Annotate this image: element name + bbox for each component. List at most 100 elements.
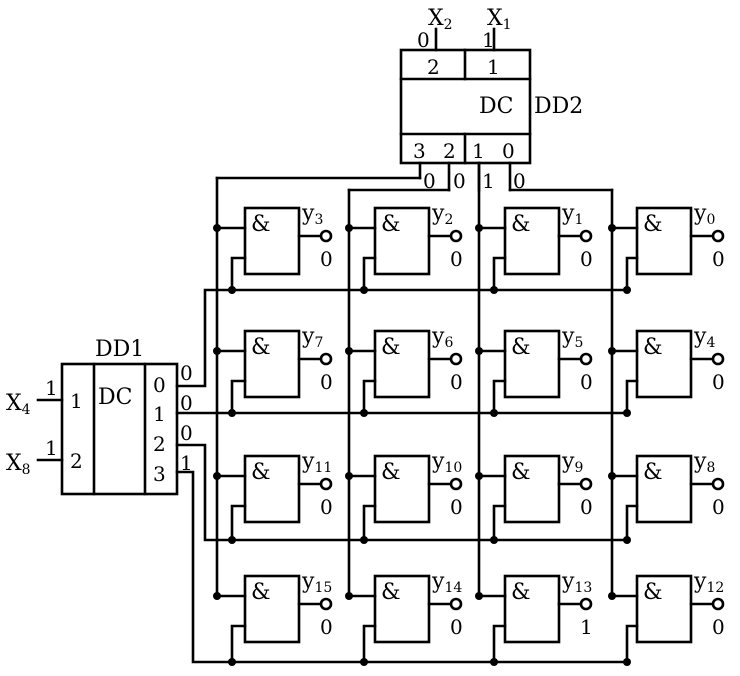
and-symbol: & (251, 335, 271, 360)
and-symbol: & (511, 460, 531, 485)
gate-output-label: y7 (301, 324, 323, 351)
junction-dot (345, 224, 353, 232)
gate-output-label: y0 (693, 201, 715, 228)
and-symbol: & (251, 580, 271, 605)
dd2-column-routing (215, 176, 614, 192)
junction-dot (608, 224, 616, 232)
junction-dot (490, 409, 498, 417)
and-gate-y3: &y30 (215, 201, 333, 292)
inversion-bubble (579, 477, 593, 491)
dd2-output-0-level: 0 (513, 169, 526, 193)
junction-dot (213, 472, 221, 480)
and-gate-y8: &y80 (610, 449, 725, 542)
junction-dot (213, 224, 221, 232)
gate-output-label: y9 (561, 449, 583, 476)
dd1-output-0-index: 0 (153, 373, 166, 397)
junction-dot (228, 536, 236, 544)
junction-dot (475, 472, 483, 480)
gate-output-label: y2 (431, 201, 453, 228)
and-gate-y7: & y7 0 (215, 324, 333, 415)
dd2-type-label: DC (479, 94, 513, 119)
dd1-output-1-level: 0 (180, 391, 193, 415)
and-symbol: & (643, 580, 663, 605)
dd2-output-1-level: 1 (482, 169, 495, 193)
gate-input-row (492, 379, 507, 415)
gate-output-level: 0 (712, 495, 725, 519)
junction-dot (623, 286, 631, 294)
gate-output-label: y13 (561, 569, 592, 596)
and-gate-body (635, 574, 693, 644)
inversion-bubble (579, 352, 593, 366)
junction-dot (490, 658, 498, 666)
and-gate-body (373, 206, 431, 276)
and-symbol: & (643, 335, 663, 360)
gate-output-level: 1 (580, 615, 593, 639)
and-gate-body (243, 206, 301, 276)
junction-dot (475, 592, 483, 600)
dd2-input-x1-label: X1 (487, 6, 512, 33)
dd2-input-x2-level: 0 (417, 28, 430, 52)
and-symbol: & (511, 212, 531, 237)
junction-dot (360, 658, 368, 666)
gate-output-level: 0 (450, 370, 463, 394)
inversion-bubble (319, 597, 333, 611)
dd1-decoder: DD1 DC X4 1 1 X8 1 2 0 1 2 3 0 0 0 1 (6, 337, 193, 496)
inversion-bubble (711, 352, 725, 366)
inversion-bubble (711, 597, 725, 611)
junction-dot (228, 409, 236, 417)
gate-input-row (625, 256, 639, 292)
and-gate-y4: &y40 (610, 324, 725, 415)
and-gate-body (373, 574, 431, 644)
and-gate-y0: &y00 (610, 201, 725, 292)
dd1-output-3-level: 1 (180, 451, 193, 475)
and-gate-matrix: &y30&y20&y10&y00&y70&y60&y50&y40&y110&y1… (215, 201, 725, 664)
and-symbol: & (381, 212, 401, 237)
gate-input-row (230, 504, 247, 542)
inversion-bubble (449, 477, 463, 491)
dd2-input-x1-level: 1 (482, 28, 495, 52)
dd1-input-x4-weight: 1 (70, 389, 83, 413)
junction-dot (475, 347, 483, 355)
junction-dots (213, 224, 631, 666)
dd1-output-0-level: 0 (180, 361, 193, 385)
inversion-bubble (711, 477, 725, 491)
and-gate-body (373, 454, 431, 524)
dd1-name-label: DD1 (95, 337, 144, 362)
gate-output-level: 0 (580, 247, 593, 271)
junction-dot (228, 286, 236, 294)
gate-input-row (230, 256, 247, 292)
junction-dot (345, 592, 353, 600)
gate-input-row (492, 504, 507, 542)
gate-input-row (625, 379, 639, 415)
junction-dot (360, 409, 368, 417)
and-gate-body (373, 329, 431, 399)
gate-output-level: 0 (712, 370, 725, 394)
gate-output-label: y15 (301, 569, 332, 596)
dd1-type-label: DC (98, 385, 132, 410)
junction-dot (345, 472, 353, 480)
dd2-name-label: DD2 (534, 94, 583, 119)
junction-dot (228, 658, 236, 666)
dd2-decoder: X2 0 2 X1 1 1 DC DD2 3 2 1 0 0 0 1 0 (399, 6, 583, 193)
gate-output-level: 0 (580, 495, 593, 519)
dd2-output-0-index: 0 (502, 139, 515, 163)
junction-dot (213, 347, 221, 355)
gate-output-label: y1 (561, 201, 583, 228)
gate-output-level: 0 (320, 370, 333, 394)
and-symbol: & (381, 580, 401, 605)
and-gate-body (243, 574, 301, 644)
inversion-bubble (449, 229, 463, 243)
and-gate-body (243, 329, 301, 399)
junction-dot (475, 224, 483, 232)
gate-input-row (230, 379, 247, 415)
and-symbol: & (643, 460, 663, 485)
gate-output-level: 0 (450, 495, 463, 519)
gate-input-row (492, 256, 507, 292)
inversion-bubble (579, 229, 593, 243)
